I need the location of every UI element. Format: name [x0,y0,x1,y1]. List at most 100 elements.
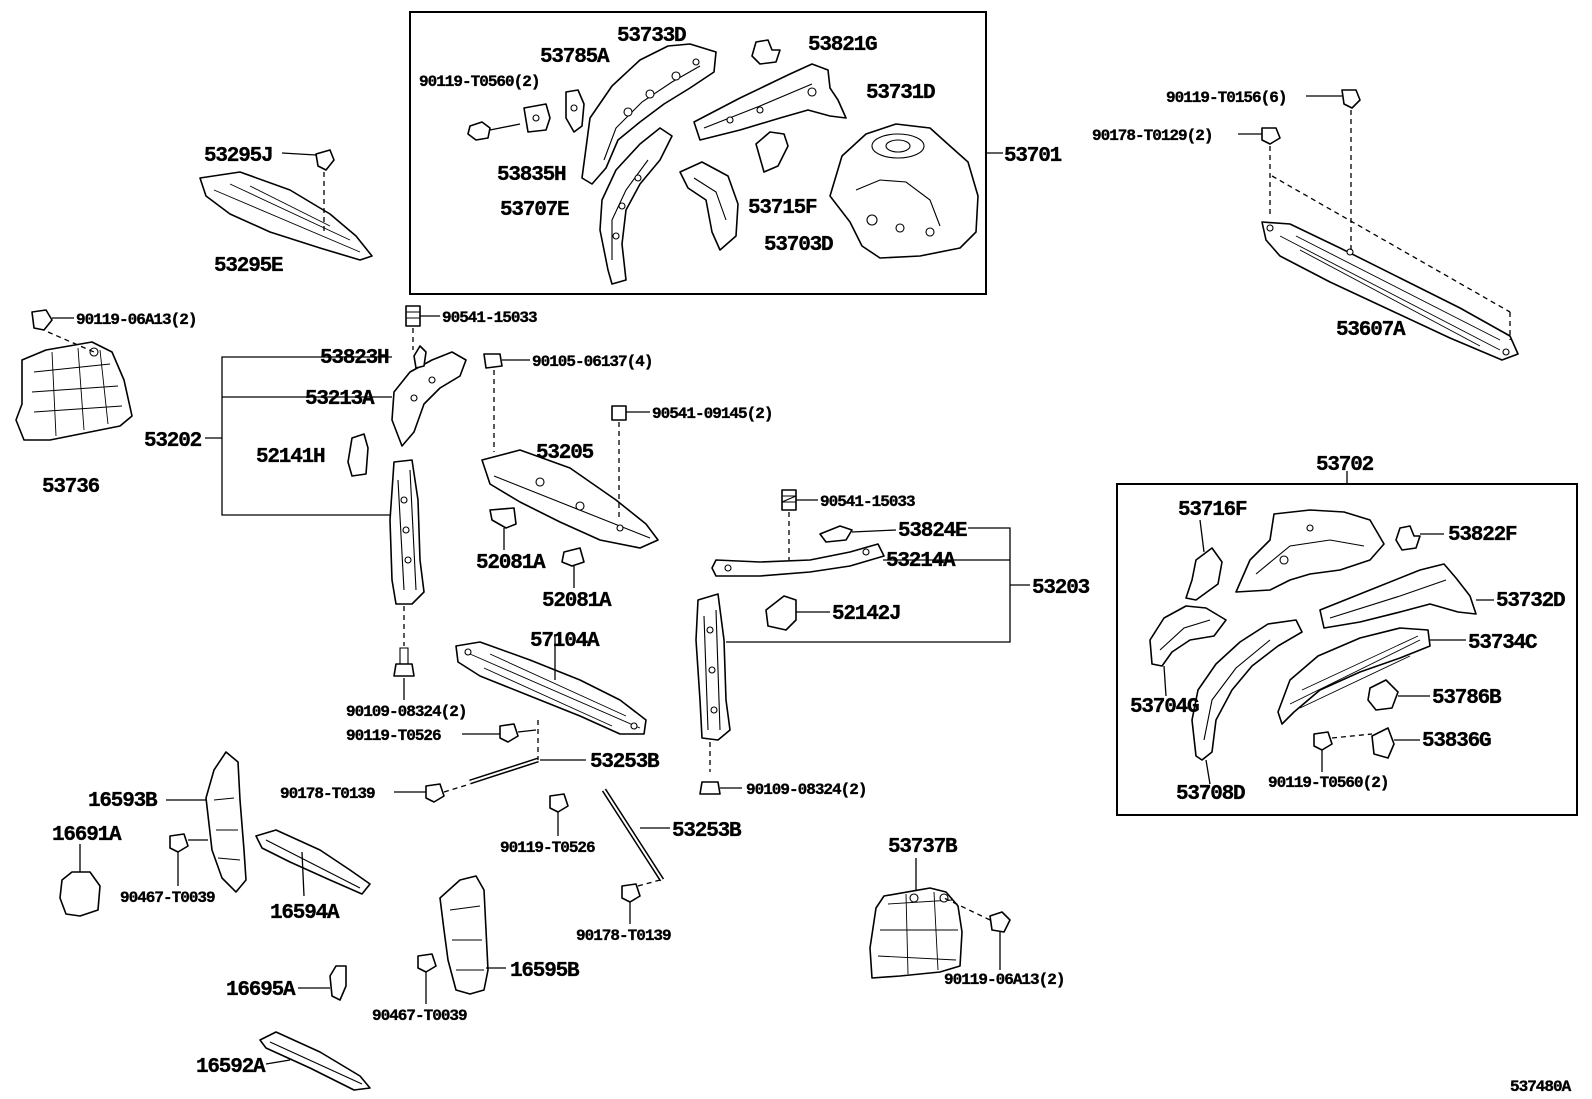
diagram-reference-code: 537480A [1510,1078,1572,1096]
label-52141h: 52141H [256,446,325,469]
spacer-90541-15033-left [405,305,440,350]
label-53701: 53701 [1004,145,1062,168]
part-53737b-shape [869,858,963,979]
label-53707e: 53707E [500,199,569,222]
part-53716f-shape [1185,519,1223,601]
label-53607a: 53607A [1336,319,1406,342]
label-90119-06a13-right: 90119-06A13(2) [944,971,1064,989]
label-90541-09145: 90541-09145(2) [652,405,772,423]
spacer-90541-09145 [611,405,650,520]
rod-53253b-2 [601,788,670,882]
bracket-53203 [726,527,1030,643]
part-53823h-shape [413,345,427,369]
part-53822f-shape [1395,525,1444,551]
bolt-90119-t0526-1 [462,723,537,743]
part-53785a-shape [565,89,585,133]
clip-53295j [281,149,335,234]
part-53708d-shape [1191,619,1303,785]
label-90467-t0039-1: 90467-T0039 [120,889,215,907]
label-53822f: 53822F [1448,524,1517,547]
label-53295e: 53295E [214,255,283,278]
bolt-90119-t0560-right [1313,731,1373,772]
part-53703d-shape [679,161,739,251]
bolt-90119-t0560-top [467,121,521,141]
label-90119-t0156: 90119-T0156(6) [1166,89,1286,107]
label-53716f: 53716F [1178,499,1247,522]
part-52081a-2-shape [561,547,585,588]
label-53715f: 53715F [748,197,817,220]
bolt-90467-t0039-1 [169,833,208,886]
label-90178-t0139-1: 90178-T0139 [280,785,375,803]
part-53732d-shape [1319,563,1494,629]
label-90109-08324-left: 90109-08324(2) [346,703,466,721]
label-16593b: 16593B [88,790,158,813]
label-53203: 53203 [1032,577,1090,600]
label-90119-t0526-1: 90119-T0526 [346,727,441,745]
label-53836g: 53836G [1422,730,1491,753]
label-16595b: 16595B [510,960,580,983]
part-16595b-shape [439,875,506,995]
rod-53253b-1 [469,720,586,785]
bolt-90119-t0156 [1306,89,1361,250]
label-53733d: 53733D [617,25,686,48]
label-90119-t0560-top: 90119-T0560(2) [419,73,539,91]
part-57104a-shape [455,641,647,735]
part-53836g-shape [1371,727,1420,759]
label-90541-15033-left: 90541-15033 [442,309,537,327]
part-53736-shape [15,341,133,441]
label-90178-t0139-2: 90178-T0139 [576,927,671,945]
label-53703d: 53703D [764,234,833,257]
label-90119-06a13-left: 90119-06A13(2) [76,311,196,329]
part-16594a-shape [255,829,371,897]
bolt-90467-t0039-2 [417,953,437,1004]
label-90119-t0526-2: 90119-T0526 [500,839,595,857]
label-53734c: 53734C [1468,632,1538,655]
part-53704g-shape [1149,605,1227,697]
part-right-upright-shape [695,593,731,741]
part-53824e-shape [819,525,897,543]
label-53704g: 53704G [1130,696,1199,719]
label-53253b-2: 53253B [672,820,742,843]
part-53214a-shape [711,543,885,577]
label-53708d: 53708D [1176,783,1245,806]
label-53821g: 53821G [808,34,877,57]
label-53732d: 53732D [1496,590,1565,613]
label-52081a-2: 52081A [542,590,612,613]
part-16593b-shape [166,751,247,893]
label-52081a-1: 52081A [476,552,546,575]
label-53202: 53202 [144,430,202,453]
bolt-90105-06137 [483,353,530,452]
part-strut-tower-shape [829,123,979,259]
label-53824e: 53824E [898,520,967,543]
label-57104a: 57104A [530,630,600,653]
label-53823h: 53823H [320,347,389,370]
label-53214a: 53214A [886,550,956,573]
label-53736: 53736 [42,476,100,499]
part-53607a-shape [1261,221,1519,361]
label-53213a: 53213A [305,388,375,411]
part-53731d-shape [693,63,847,141]
nut-90178-t0139-1 [394,783,471,803]
label-90467-t0039-2: 90467-T0039 [372,1007,467,1025]
bolt-90119-t0526-2 [549,793,569,836]
label-53785a: 53785A [540,46,610,69]
label-53205: 53205 [536,442,594,465]
label-16594a: 16594A [270,902,340,925]
label-53835h: 53835H [497,164,566,187]
label-53295j: 53295J [204,145,272,168]
label-53253b-1: 53253B [590,751,660,774]
part-lower-upright-shape [389,459,425,605]
part-52141h-shape [347,433,369,477]
label-53702: 53702 [1316,454,1374,477]
label-90541-15033-right: 90541-15033 [820,493,915,511]
label-90178-t0129: 90178-T0129(2) [1092,127,1212,145]
bracket-53202 [205,356,392,516]
part-53715f-shape [755,131,789,173]
part-53734c-shape [1277,627,1466,725]
part-53733d-shape [581,43,717,185]
bolt-90119-06a13-right [943,897,1011,970]
label-53737b: 53737B [888,836,958,859]
part-53821g-shape [751,39,781,65]
label-90105-06137: 90105-06137(4) [532,353,652,371]
